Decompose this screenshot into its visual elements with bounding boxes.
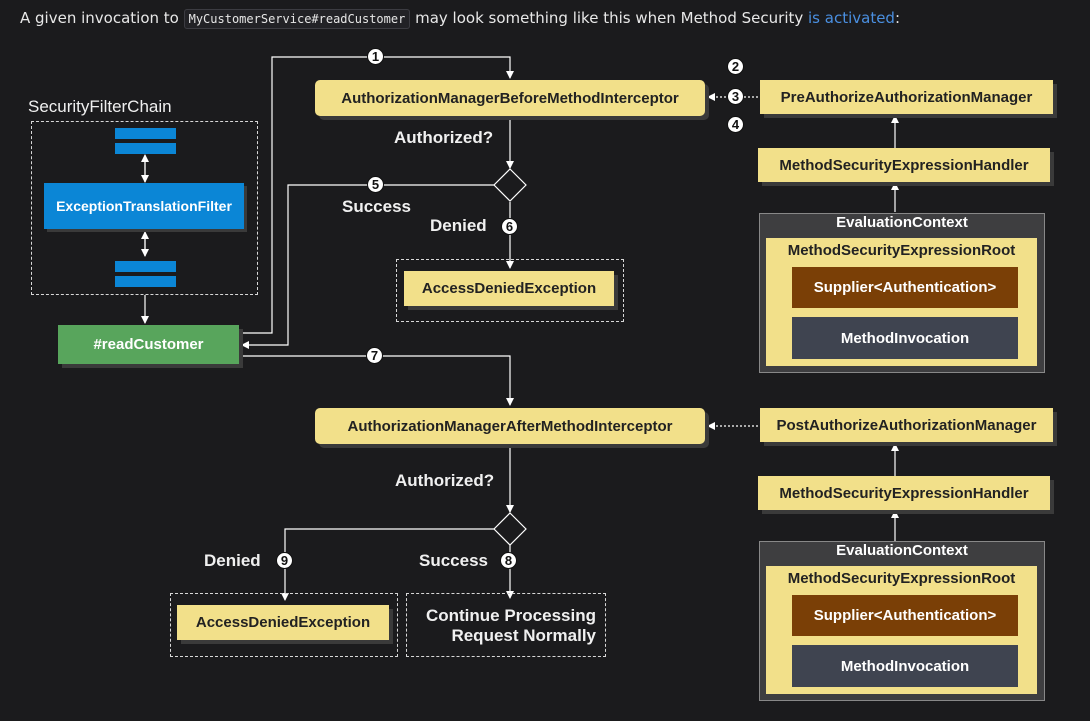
before-authorized-label: Authorized? <box>394 128 494 147</box>
expression-root-title-2: MethodSecurityExpressionRoot <box>787 570 1016 587</box>
step-3-marker: 3 <box>727 88 744 105</box>
method-security-expression-handler: MethodSecurityExpressionHandler <box>758 148 1050 182</box>
before-success-label: Success <box>342 197 411 216</box>
step-9-marker: 9 <box>276 552 293 569</box>
intro-text: A given invocation to MyCustomerService#… <box>20 9 901 29</box>
after-decision-diamond <box>493 512 527 546</box>
exception-translation-filter: ExceptionTranslationFilter <box>44 183 244 229</box>
step-2-marker: 2 <box>727 58 744 75</box>
continue-line-1: Continue Processing <box>425 606 596 625</box>
intro-code: MyCustomerService#readCustomer <box>183 9 411 29</box>
after-method-interceptor: AuthorizationManagerAfterMethodIntercept… <box>315 408 705 444</box>
step5-arrow <box>241 184 495 349</box>
intro-before: A given invocation to <box>20 9 184 27</box>
after-exception-container <box>170 593 398 657</box>
evaluation-context-title: EvaluationContext <box>836 214 968 231</box>
step-8-marker: 8 <box>500 552 517 569</box>
step9-arrow <box>281 528 495 601</box>
filter-bar <box>115 143 176 154</box>
step1-arrow <box>242 56 514 334</box>
expression-root-title: MethodSecurityExpressionRoot <box>787 242 1016 259</box>
postauthorize-authorization-manager: PostAuthorizeAuthorizationManager <box>760 408 1053 442</box>
filter-chain-title: SecurityFilterChain <box>28 97 172 116</box>
filter-bar <box>115 276 176 287</box>
step-6-marker: 6 <box>501 218 518 235</box>
after-authorized-label: Authorized? <box>395 471 495 490</box>
filter-bar <box>115 128 176 139</box>
intro-middle: may look something like this when Method… <box>410 9 809 27</box>
step-1-marker: 1 <box>367 48 384 65</box>
before-access-denied-exception: AccessDeniedException <box>404 271 614 306</box>
continue-processing-text: Continue Processing Request Normally <box>406 606 596 646</box>
filter-bar <box>115 261 176 272</box>
continue-processing-container <box>406 593 606 657</box>
supplier-authentication: Supplier<Authentication> <box>792 267 1018 308</box>
supplier-authentication-2: Supplier<Authentication> <box>792 595 1018 636</box>
before-decision-diamond <box>493 168 527 202</box>
before-exception-container <box>396 259 624 322</box>
after-access-denied-exception: AccessDeniedException <box>177 605 389 640</box>
evaluation-context-title-2: EvaluationContext <box>836 542 968 559</box>
before-method-interceptor: AuthorizationManagerBeforeMethodIntercep… <box>315 80 705 116</box>
method-invocation: MethodInvocation <box>792 317 1018 359</box>
filter-chain-container <box>31 121 258 295</box>
activated-link[interactable]: is activated <box>808 9 895 27</box>
method-invocation-2: MethodInvocation <box>792 645 1018 687</box>
intro-after: : <box>894 9 901 27</box>
preauthorize-authorization-manager: PreAuthorizeAuthorizationManager <box>760 80 1053 114</box>
after-success-label: Success <box>419 551 488 570</box>
continue-line-2: Request Normally <box>451 626 596 645</box>
step-4-marker: 4 <box>727 116 744 133</box>
read-customer-method: #readCustomer <box>58 325 239 364</box>
step-7-marker: 7 <box>366 347 383 364</box>
step-5-marker: 5 <box>367 176 384 193</box>
before-denied-label: Denied <box>430 216 487 235</box>
after-denied-label: Denied <box>204 551 261 570</box>
method-security-expression-handler-2: MethodSecurityExpressionHandler <box>758 476 1050 510</box>
step7-arrow <box>242 355 514 406</box>
